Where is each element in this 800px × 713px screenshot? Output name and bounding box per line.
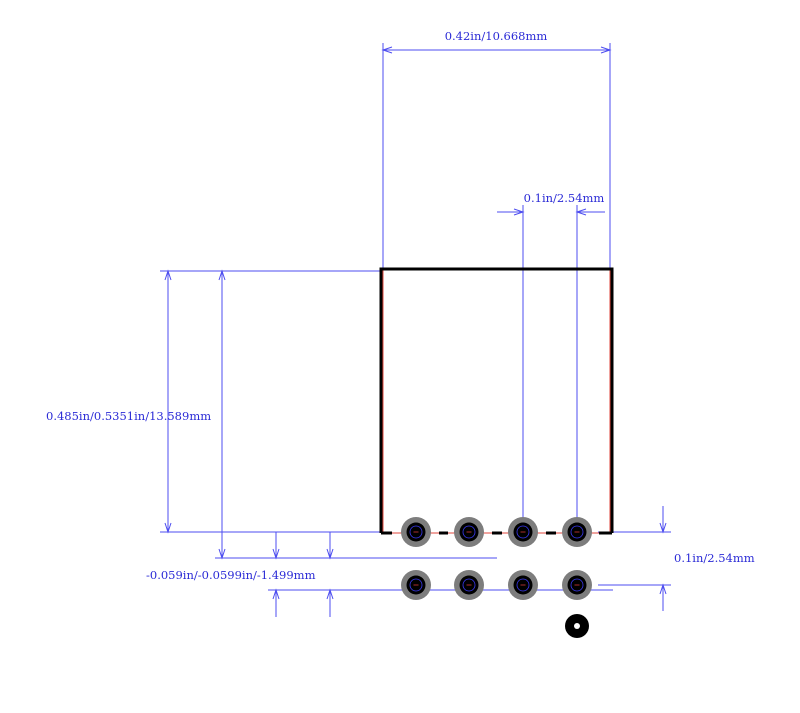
component-outline [379,267,614,535]
pad [401,517,431,547]
pad [454,517,484,547]
pin1-marker [565,614,589,638]
offset-dimension: -0.059in/-0.0599in/-1.499mm [146,532,613,617]
height-dimension: 0.485in/0.5351in/13.589mm [46,269,497,560]
row-pitch-dimension: 0.1in/2.54mm [598,506,755,611]
pad [454,570,484,600]
pad-array [401,517,592,600]
pad [401,570,431,600]
width-dimension: 0.42in/10.668mm [381,29,612,270]
row-pitch-dimension-label: 0.1in/2.54mm [674,551,755,565]
height-dimension-label: 0.485in/0.5351in/13.589mm [46,409,211,423]
pitch-dimension-label: 0.1in/2.54mm [524,191,605,205]
pitch-dimension: 0.1in/2.54mm [497,191,605,540]
pad [562,570,592,600]
pad [508,517,538,547]
pad [562,517,592,547]
width-dimension-label: 0.42in/10.668mm [445,29,548,43]
pad [508,570,538,600]
offset-dimension-label: -0.059in/-0.0599in/-1.499mm [146,568,316,582]
